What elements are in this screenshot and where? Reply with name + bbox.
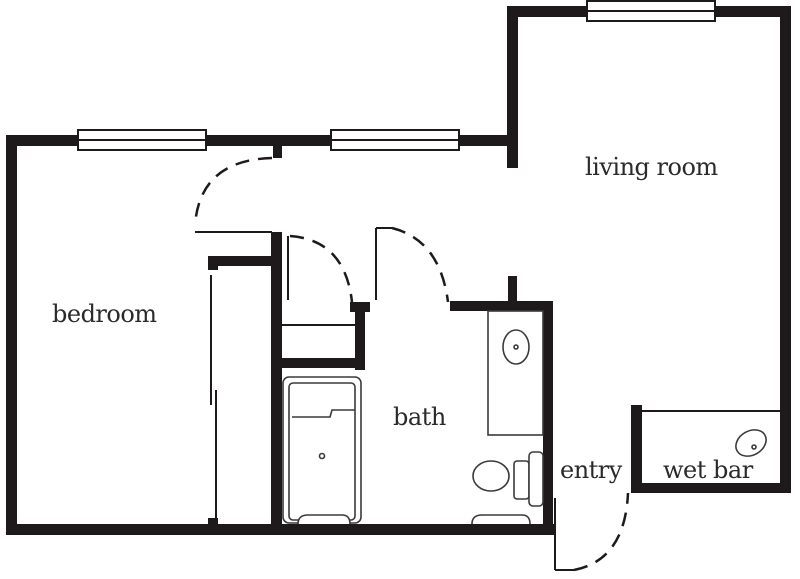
room-label-bedroom: bedroom (52, 300, 157, 328)
room-label-entry: entry (560, 456, 622, 484)
room-label-living-room: living room (585, 153, 718, 181)
closet-sliding-doors (210, 275, 217, 518)
doors (193, 156, 630, 572)
bathtub (282, 376, 362, 524)
room-label-bath: bath (393, 403, 446, 431)
vanity-sink (487, 310, 544, 436)
toilet (472, 451, 544, 507)
room-label-wet-bar: wet bar (663, 456, 753, 484)
windows (77, 0, 716, 151)
wet-bar-counter (642, 410, 780, 457)
